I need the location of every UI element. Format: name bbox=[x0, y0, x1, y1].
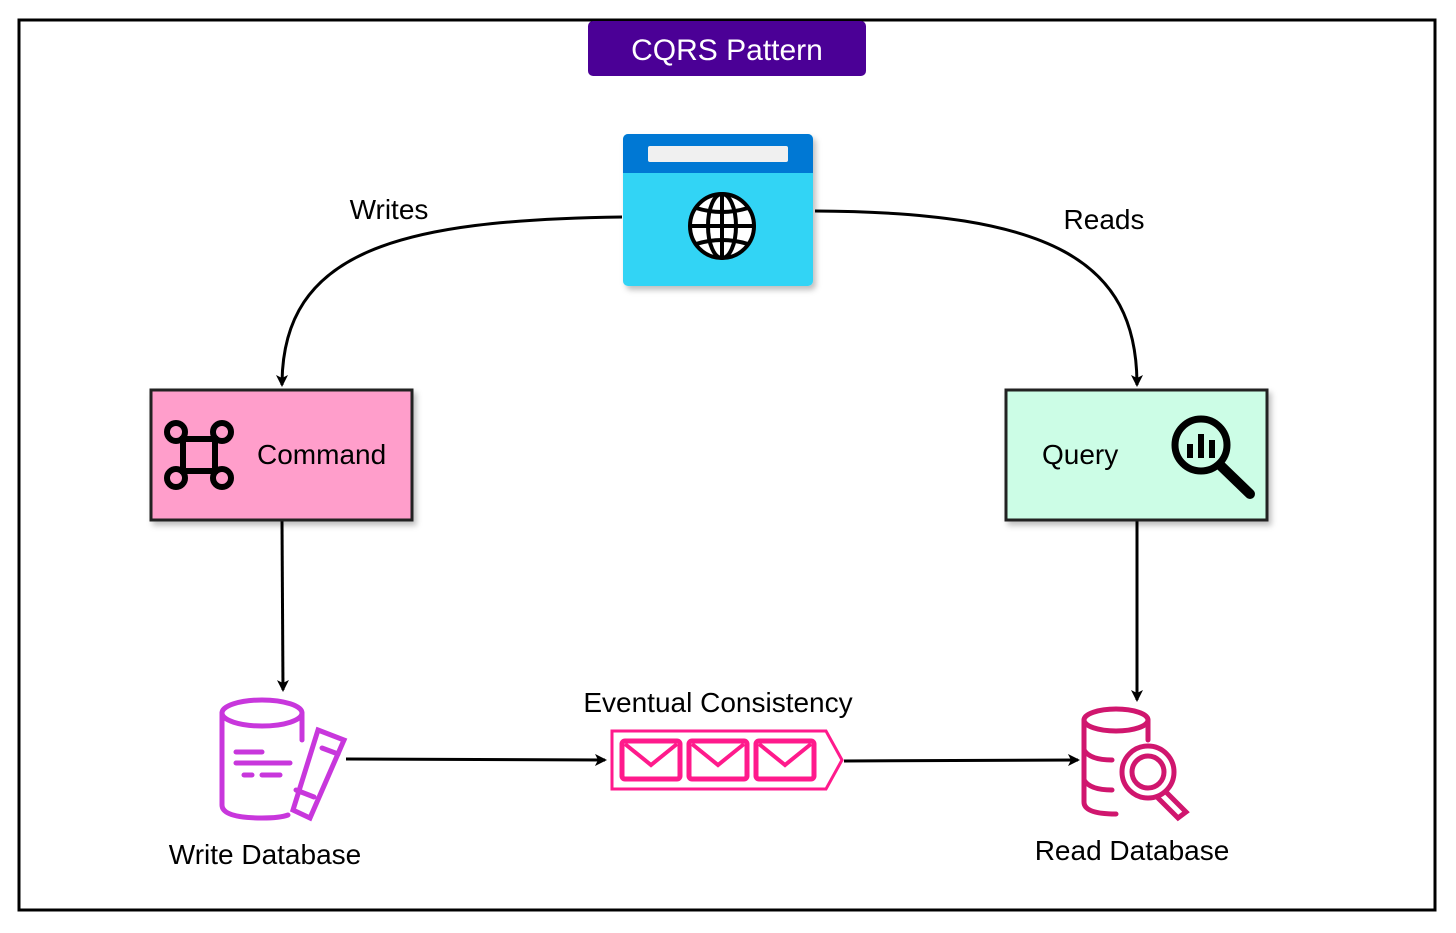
database-search-icon bbox=[1081, 706, 1190, 822]
message-queue-icon bbox=[610, 729, 844, 791]
query-node[interactable]: Query bbox=[1004, 388, 1269, 522]
eventual-consistency-label: Eventual Consistency bbox=[583, 687, 852, 718]
command-key-icon bbox=[164, 420, 234, 490]
globe-icon bbox=[688, 192, 756, 260]
writes-label: Writes bbox=[350, 194, 429, 225]
reads-label: Reads bbox=[1064, 204, 1145, 235]
writes-edge bbox=[276, 215, 623, 387]
query-label: Query bbox=[1042, 439, 1118, 470]
eventual-consistency-node[interactable]: Eventual Consistency bbox=[583, 687, 853, 791]
read-database-label: Read Database bbox=[1035, 835, 1230, 866]
title-badge: CQRS Pattern bbox=[588, 21, 866, 76]
reads-edge bbox=[814, 209, 1143, 387]
search-chart-icon bbox=[1171, 415, 1255, 499]
command-label: Command bbox=[257, 439, 386, 470]
command-to-writedb-edge bbox=[276, 520, 289, 692]
queue-to-readdb-edge bbox=[843, 754, 1080, 767]
diagram-frame bbox=[17, 18, 1437, 912]
read-database-node[interactable]: Read Database bbox=[1035, 706, 1230, 866]
database-edit-icon bbox=[219, 697, 348, 822]
title-text: CQRS Pattern bbox=[631, 34, 823, 67]
command-node[interactable]: Command bbox=[149, 388, 414, 522]
write-database-node[interactable]: Write Database bbox=[169, 697, 361, 870]
writedb-to-queue-edge bbox=[345, 753, 607, 766]
write-database-label: Write Database bbox=[169, 839, 361, 870]
